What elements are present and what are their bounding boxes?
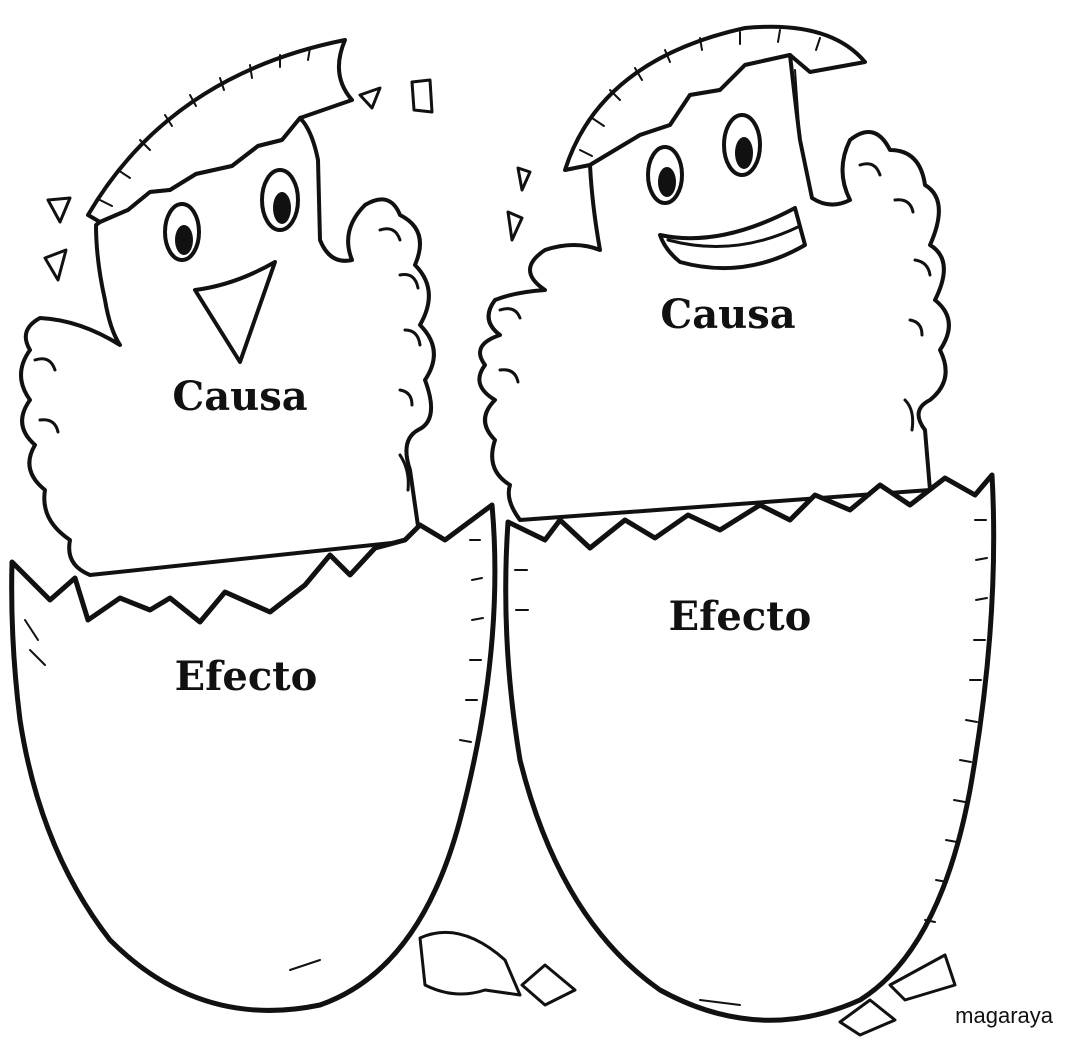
shell-bottom-right bbox=[506, 475, 994, 1020]
cause-label-right: Causa bbox=[660, 291, 795, 338]
chick-right: Causa Efecto bbox=[479, 27, 993, 1021]
effect-label-left: Efecto bbox=[175, 653, 318, 700]
effect-label-right: Efecto bbox=[669, 593, 812, 640]
chick-body-left bbox=[21, 118, 434, 575]
chick-body-right bbox=[479, 55, 949, 520]
chick-left: Causa Efecto bbox=[12, 40, 495, 1010]
cause-label-left: Causa bbox=[172, 373, 307, 420]
shell-bottom-left bbox=[12, 505, 495, 1010]
author-credit: magaraya bbox=[955, 1003, 1053, 1029]
